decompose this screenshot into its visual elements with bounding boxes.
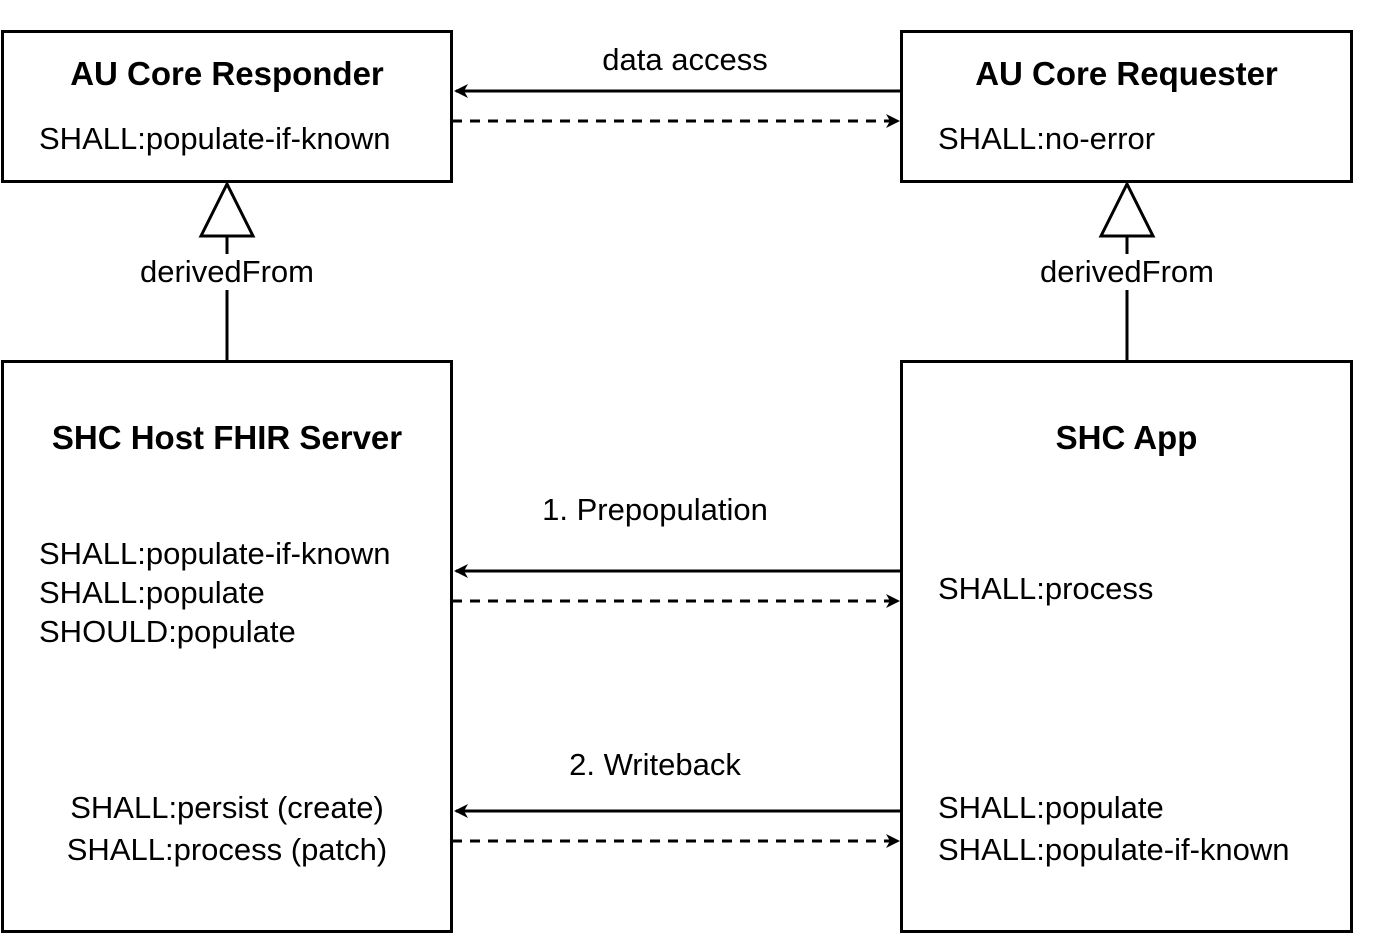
shc-host-fhir-server-title: SHC Host FHIR Server bbox=[51, 419, 403, 456]
server-prepop-line-2: SHALL:populate bbox=[39, 575, 265, 610]
server-prepop-line-1: SHALL:populate-if-known bbox=[39, 536, 391, 571]
au-core-responder-box[interactable]: AU Core Responder SHALL:populate-if-know… bbox=[1, 30, 453, 183]
server-writeback-line-1: SHALL:persist (create) bbox=[70, 790, 384, 825]
prepopulation-label: 1. Prepopulation bbox=[500, 492, 810, 528]
au-core-requester-box[interactable]: AU Core Requester SHALL:no-error bbox=[900, 30, 1353, 183]
au-core-requester-title: AU Core Requester bbox=[975, 55, 1278, 92]
au-core-responder-title: AU Core Responder bbox=[70, 55, 384, 92]
data-access-label: data access bbox=[560, 42, 810, 78]
shc-app-box[interactable]: SHC App SHALL:process SHALL:populate SHA… bbox=[900, 360, 1353, 933]
inheritance-triangle-right-icon bbox=[1098, 180, 1156, 238]
shc-app-title: SHC App bbox=[1055, 419, 1198, 456]
writeback-label: 2. Writeback bbox=[520, 747, 790, 783]
derived-from-right-label: derivedFrom bbox=[1027, 254, 1227, 290]
app-writeback-line-1: SHALL:populate bbox=[938, 790, 1164, 825]
au-core-responder-line: SHALL:populate-if-known bbox=[39, 121, 391, 156]
au-core-requester-line: SHALL:no-error bbox=[938, 121, 1156, 156]
server-writeback-line-2: SHALL:process (patch) bbox=[66, 832, 388, 867]
shc-host-fhir-server-box[interactable]: SHC Host FHIR Server SHALL:populate-if-k… bbox=[1, 360, 453, 933]
app-prepop-line-1: SHALL:process bbox=[938, 571, 1154, 606]
inheritance-triangle-left-icon bbox=[198, 180, 256, 238]
app-writeback-line-2: SHALL:populate-if-known bbox=[938, 832, 1290, 867]
derived-from-left-label: derivedFrom bbox=[127, 254, 327, 290]
server-prepop-line-3: SHOULD:populate bbox=[39, 614, 296, 649]
